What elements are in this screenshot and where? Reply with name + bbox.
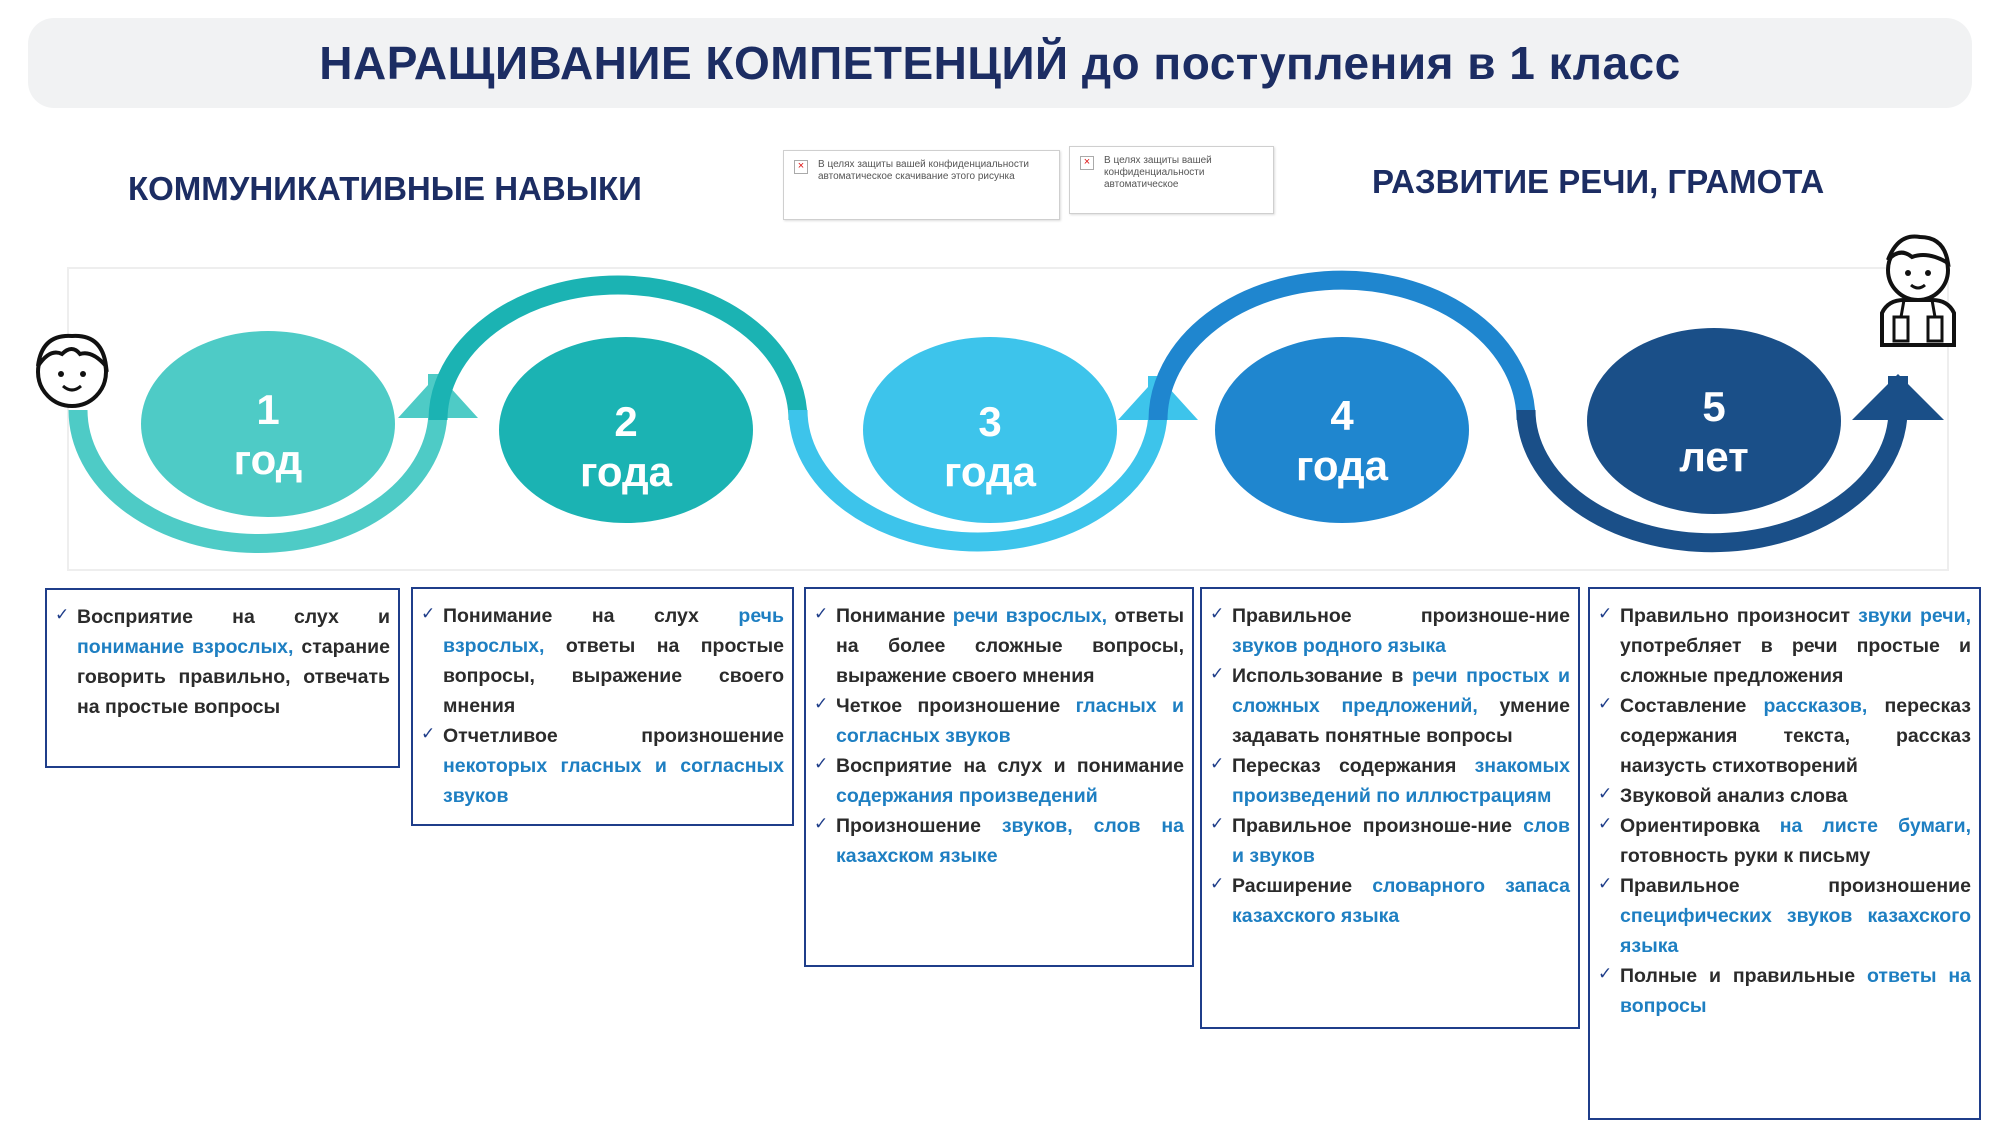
stage-label-4: 4 года (1242, 391, 1442, 491)
skill-item: Правильное произноше-ние слов и звуков (1210, 809, 1570, 871)
broken-image-icon: × (1080, 156, 1094, 170)
stage-2-number: 2 (614, 398, 638, 445)
skill-item: Правильное произношение специфических зв… (1598, 869, 1971, 961)
description-box-2: Понимание на слух речь взрослых, ответы … (411, 587, 794, 826)
right-heading: РАЗВИТИЕ РЕЧИ, ГРАМОТА (1372, 163, 1825, 200)
skill-item: Произношение звуков, слов на казахском я… (814, 809, 1184, 871)
stage-4-number: 4 (1330, 392, 1354, 439)
skill-item: Пересказ содержания знакомых произведени… (1210, 749, 1570, 811)
description-box-5: Правильно произносит звуки речи, употреб… (1588, 587, 1981, 1120)
skills-list-5: Правильно произносит звуки речи, употреб… (1598, 599, 1971, 1021)
broken-image-placeholder-2: × В целях защиты вашей конфиденциальност… (1069, 146, 1274, 214)
skills-list-1: Восприятие на слух и понимание взрослых,… (55, 600, 390, 722)
skill-item: Правильно произносит звуки речи, употреб… (1598, 599, 1971, 691)
stage-label-3: 3 года (890, 397, 1090, 497)
stage-circle-4 (1215, 337, 1469, 523)
arc-stage-5 (1516, 409, 1908, 553)
skills-list-2: Понимание на слух речь взрослых, ответы … (421, 599, 784, 811)
skill-item: Правильное произноше-ние звуков родного … (1210, 599, 1570, 661)
stage-label-1: 1 год (168, 385, 368, 485)
page-title: НАРАЩИВАНИЕ КОМПЕТЕНЦИЙ до поступления в… (319, 37, 1681, 89)
placeholder-text-1: В целях защиты вашей конфиденциальности … (818, 159, 1030, 182)
child-face-icon (36, 333, 109, 408)
skill-item: Четкое произношение гласных и согласных … (814, 689, 1184, 751)
stage-1-number: 1 (256, 386, 280, 433)
stage-label-5: 5 лет (1614, 382, 1814, 482)
skill-item: Звуковой анализ слова (1598, 779, 1971, 811)
skill-item: Понимание на слух речь взрослых, ответы … (421, 599, 784, 721)
stage-4-unit: года (1295, 442, 1389, 489)
stage-5-unit: лет (1679, 433, 1749, 480)
broken-image-icon: × (794, 160, 808, 174)
arc-stage-4 (1148, 270, 1536, 421)
stage-5-number: 5 (1702, 383, 1726, 430)
skill-item: Восприятие на слух и понимание взрослых,… (55, 600, 390, 722)
skill-item: Составление рассказов, пересказ содержан… (1598, 689, 1971, 781)
arc-stage-3 (788, 409, 1168, 552)
skill-item: Отчетливое произношение некоторых гласны… (421, 719, 784, 811)
description-box-1: Восприятие на слух и понимание взрослых,… (45, 588, 400, 768)
stage-circle-3 (863, 337, 1117, 523)
skill-item: Использование в речи простых и сложных п… (1210, 659, 1570, 751)
stage-1-unit: год (233, 436, 303, 483)
skill-item: Расширение словарного запаса казахского … (1210, 869, 1570, 931)
skill-item: Ориентировка на листе бумаги, готовность… (1598, 809, 1971, 871)
stage-circle-2 (499, 337, 753, 523)
left-heading: КОММУНИКАТИВНЫЕ НАВЫКИ (128, 170, 642, 207)
stage-circle-5 (1587, 328, 1841, 514)
arc-stage-2 (428, 275, 808, 421)
skills-list-3: Понимание речи взрослых, ответы на более… (814, 599, 1184, 871)
skill-item: Полные и правильные ответы на вопросы (1598, 959, 1971, 1021)
description-box-3: Понимание речи взрослых, ответы на более… (804, 587, 1194, 967)
skill-item: Понимание речи взрослых, ответы на более… (814, 599, 1184, 691)
broken-image-placeholder-1: × В целях защиты вашей конфиденциальност… (783, 150, 1060, 220)
stage-label-2: 2 года (526, 397, 726, 497)
arc-stage-1 (68, 409, 448, 553)
stage-circle-1 (141, 331, 395, 517)
description-box-4: Правильное произноше-ние звуков родного … (1200, 587, 1580, 1029)
stage-3-unit: года (943, 448, 1037, 495)
title-bar: НАРАЩИВАНИЕ КОМПЕТЕНЦИЙ до поступления в… (28, 18, 1972, 108)
placeholder-text-2: В целях защиты вашей конфиденциальности … (1104, 155, 1212, 190)
stage-2-unit: года (579, 448, 673, 495)
stage-3-number: 3 (978, 398, 1002, 445)
schoolchild-icon (1880, 234, 1956, 347)
skills-list-4: Правильное произноше-ние звуков родного … (1210, 599, 1570, 931)
skill-item: Восприятие на слух и понимание содержани… (814, 749, 1184, 811)
arrow-shaft-stage-5 (1888, 376, 1908, 416)
